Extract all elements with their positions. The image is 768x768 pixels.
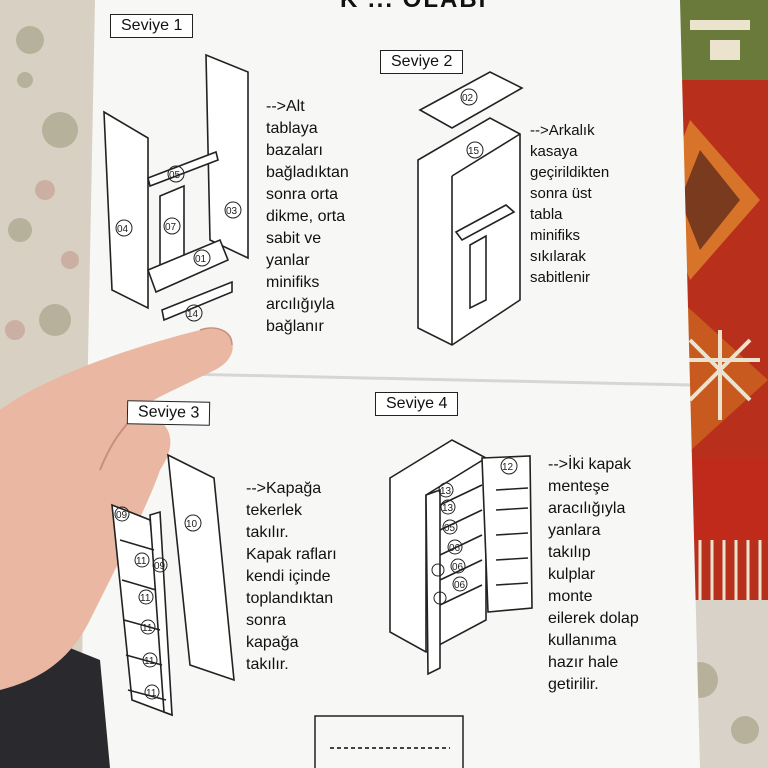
svg-text:11: 11 (146, 688, 157, 699)
instruction-line: toplandıktan (246, 590, 334, 607)
instruction-line: sabit ve (266, 230, 322, 247)
svg-text:06: 06 (452, 562, 464, 573)
level-1-instructions: -->Alt tablaya bazaları bağladıktan sonr… (266, 96, 349, 338)
instruction-line: kendi içinde (246, 568, 331, 585)
svg-text:13: 13 (440, 486, 452, 497)
instruction-line: tablaya (266, 120, 318, 137)
instruction-line: eilerek dolap (548, 610, 639, 627)
svg-text:10: 10 (186, 519, 198, 530)
side-panel-03 (205, 53, 249, 260)
instruction-line: bazaları (266, 142, 323, 159)
instruction-line: dikme, orta (266, 208, 346, 225)
instruction-line: tabla (530, 206, 563, 223)
svg-text:11: 11 (142, 623, 153, 634)
side-panel-04 (103, 110, 149, 310)
instruction-line: bağladıktan (266, 164, 349, 181)
level-3-label: Seviye 3 (126, 400, 211, 426)
instruction-line: kullanıma (548, 632, 617, 649)
instruction-line: minifiks (266, 274, 320, 291)
svg-text:11: 11 (140, 593, 151, 604)
svg-text:09: 09 (116, 510, 128, 521)
instruction-line: -->İki kapak (548, 456, 632, 473)
svg-text:14: 14 (187, 309, 199, 320)
svg-text:04: 04 (117, 224, 129, 235)
instruction-line: sabitlenir (530, 269, 591, 286)
instruction-line: kasaya (530, 143, 578, 160)
document-title: K ... OLABI (340, 0, 487, 14)
instruction-line: getirilir. (548, 676, 599, 693)
svg-text:13: 13 (442, 503, 454, 514)
level-4-diagram (389, 439, 533, 676)
instruction-line: yanlar (266, 252, 310, 269)
instruction-line: menteşe (548, 478, 610, 495)
svg-text:05: 05 (444, 523, 456, 534)
level-4-instructions: -->İki kapak menteşe aracılığıyla yanlar… (548, 454, 639, 696)
instruction-line: takılıp (548, 544, 591, 561)
instruction-line: geçirildikten (530, 164, 610, 181)
svg-text:02: 02 (462, 93, 474, 104)
instruction-line: sıkılarak (530, 248, 586, 265)
level-1-diagram (103, 53, 249, 322)
level-3-instructions: -->Kapağa tekerlek takılır. Kapak raflar… (246, 478, 337, 676)
instruction-line: takılır. (246, 656, 289, 673)
svg-text:15: 15 (468, 146, 480, 157)
instruction-line: takılır. (246, 524, 289, 541)
bottom-label-box (314, 715, 464, 768)
svg-text:06: 06 (449, 543, 461, 554)
svg-text:11: 11 (136, 556, 147, 567)
level-2-diagram (417, 71, 524, 346)
level-1-label: Seviye 1 (110, 14, 194, 38)
svg-text:03: 03 (226, 206, 238, 217)
instruction-line: bağlanır (266, 318, 324, 335)
instruction-line: sonra üst (530, 185, 592, 202)
svg-text:05: 05 (169, 170, 181, 181)
instruction-line: sonra orta (266, 186, 339, 203)
svg-text:12: 12 (502, 462, 514, 473)
instruction-line: Kapak rafları (246, 546, 337, 563)
instruction-line: yanlara (548, 522, 601, 539)
instruction-line: kapağa (246, 634, 299, 651)
svg-text:07: 07 (165, 222, 177, 233)
level-4-label: Seviye 4 (375, 392, 459, 416)
instruction-line: sonra (246, 612, 287, 629)
instruction-line: -->Kapağa (246, 480, 322, 497)
instruction-line: arcılığıyla (266, 296, 335, 313)
svg-text:09: 09 (154, 561, 166, 572)
instruction-line: aracılığıyla (548, 500, 626, 517)
instruction-line: kulplar (548, 566, 596, 583)
level-2-instructions: -->Arkalık kasaya geçirildikten sonra üs… (530, 120, 609, 288)
instruction-line: -->Alt (266, 98, 305, 115)
instruction-line: minifiks (530, 227, 581, 244)
svg-text:06: 06 (454, 580, 466, 591)
svg-text:01: 01 (195, 254, 207, 265)
instruction-line: -->Arkalık (530, 122, 595, 139)
level-2-label: Seviye 2 (380, 50, 464, 74)
instruction-line: hazır hale (548, 654, 619, 671)
instruction-line: tekerlek (246, 502, 303, 519)
svg-text:11: 11 (144, 656, 155, 667)
instruction-line: monte (548, 588, 593, 605)
